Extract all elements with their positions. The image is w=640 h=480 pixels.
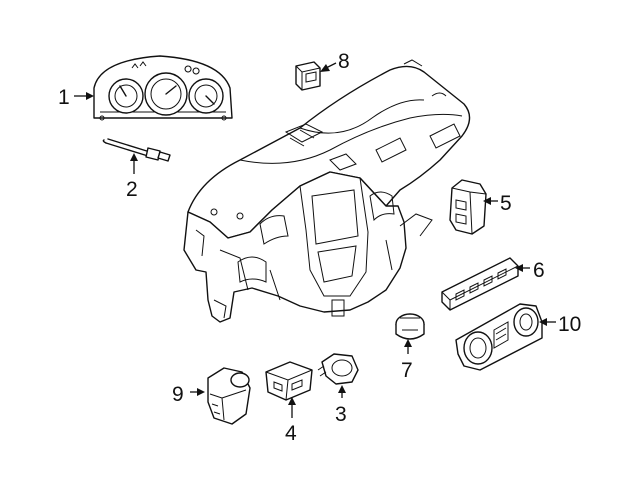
callout-4-leader	[288, 397, 296, 418]
callout-5-leader	[483, 197, 498, 205]
bulb-rod	[102, 138, 171, 162]
instrument-cluster	[93, 55, 233, 121]
switch-module	[449, 179, 487, 235]
switch-block	[265, 361, 313, 401]
round-switch	[317, 353, 359, 385]
callout-8: 8	[338, 50, 350, 73]
callout-5: 5	[500, 192, 512, 215]
light-switch-module	[207, 367, 251, 425]
callout-4: 4	[285, 422, 297, 445]
callout-2: 2	[126, 178, 138, 201]
callout-8-leader	[320, 62, 337, 72]
callout-1-leader	[74, 92, 94, 100]
control-panel	[441, 257, 519, 311]
callout-3-leader	[338, 385, 346, 398]
small-switch	[295, 61, 321, 91]
callout-2-leader	[130, 153, 138, 174]
callout-7-leader	[404, 339, 412, 354]
knob-switch	[395, 313, 425, 340]
callout-10-leader	[539, 318, 556, 326]
callout-3: 3	[335, 403, 347, 426]
callout-10: 10	[558, 313, 581, 336]
callout-1: 1	[58, 86, 70, 109]
callout-6: 6	[533, 259, 545, 282]
callout-9: 9	[172, 383, 184, 406]
callout-9-leader	[190, 388, 205, 396]
callout-6-leader	[515, 264, 530, 272]
dashboard-assembly	[183, 59, 471, 323]
callout-7: 7	[401, 359, 413, 382]
climate-control-unit	[455, 303, 543, 371]
